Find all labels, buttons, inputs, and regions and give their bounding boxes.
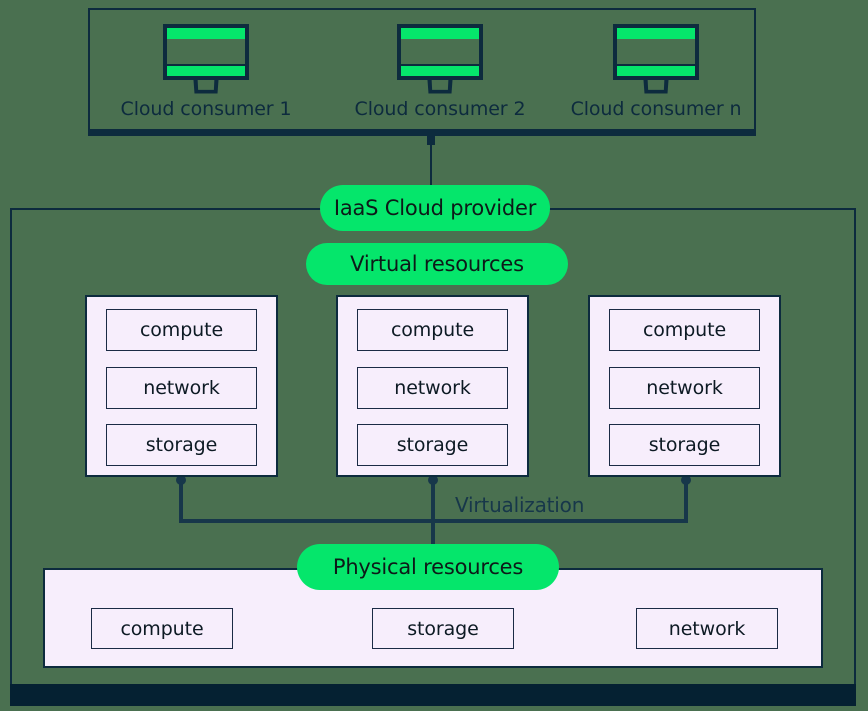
monitor-bottom-bar	[167, 64, 245, 76]
virtual-network-1: network	[106, 367, 257, 409]
physical-network: network	[636, 608, 778, 649]
cloud-consumer-n: Cloud consumer n	[556, 24, 756, 120]
virtual-resource-column-3: compute network storage	[588, 295, 781, 477]
virtual-resource-column-1: compute network storage	[85, 295, 278, 477]
virtual-network-2: network	[357, 367, 508, 409]
monitor-stand	[427, 79, 453, 94]
iaas-cloud-provider-pill: IaaS Cloud provider	[320, 185, 550, 231]
virtual-compute-2: compute	[357, 309, 508, 351]
cloud-consumer-2: Cloud consumer 2	[340, 24, 540, 120]
cloud-consumer-n-label: Cloud consumer n	[570, 98, 742, 120]
monitor-bottom-bar	[401, 64, 479, 76]
physical-resources-pill: Physical resources	[297, 544, 559, 590]
virtual-storage-3: storage	[609, 424, 760, 466]
cloud-consumer-2-label: Cloud consumer 2	[354, 98, 526, 120]
monitor-bottom-bar	[617, 64, 695, 76]
monitor-stand	[643, 79, 669, 94]
monitor-icon	[613, 24, 699, 96]
virtual-compute-3: compute	[609, 309, 760, 351]
cloud-consumers-container: Cloud consumer 1 Cloud consumer 2 Cloud …	[88, 8, 756, 136]
physical-compute: compute	[91, 608, 233, 649]
cloud-consumer-1-label: Cloud consumer 1	[120, 98, 292, 120]
monitor-top-bar	[617, 28, 695, 39]
monitor-top-bar	[167, 28, 245, 39]
monitor-screen	[163, 24, 249, 80]
virtual-compute-1: compute	[106, 309, 257, 351]
monitor-screen	[397, 24, 483, 80]
virtual-storage-1: storage	[106, 424, 257, 466]
cloud-consumer-1: Cloud consumer 1	[106, 24, 306, 120]
connector-consumers-to-provider	[430, 136, 432, 190]
provider-bottom-bar	[10, 684, 856, 706]
physical-resources-container: compute storage network	[43, 568, 823, 668]
physical-storage: storage	[372, 608, 514, 649]
virtual-resources-pill: Virtual resources	[306, 243, 568, 285]
monitor-top-bar	[401, 28, 479, 39]
virtual-network-3: network	[609, 367, 760, 409]
monitor-stand	[193, 79, 219, 94]
monitor-screen	[613, 24, 699, 80]
virtualization-label: Virtualization	[455, 493, 585, 517]
monitor-icon	[163, 24, 249, 96]
virtual-storage-2: storage	[357, 424, 508, 466]
virtual-resource-column-2: compute network storage	[336, 295, 529, 477]
monitor-icon	[397, 24, 483, 96]
